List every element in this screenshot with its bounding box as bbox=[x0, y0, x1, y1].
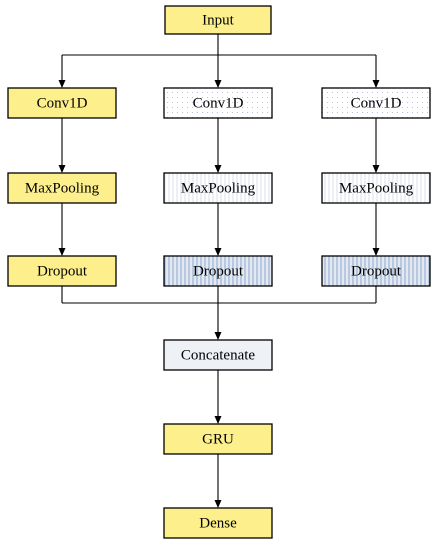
node-conv1d-branch-2-label: Conv1D bbox=[193, 96, 244, 112]
node-maxpooling-branch-3-label: MaxPooling bbox=[339, 181, 414, 197]
node-dense: Dense bbox=[163, 507, 273, 539]
node-concatenate-label: Concatenate bbox=[181, 348, 255, 364]
node-conv1d-branch-1-label: Conv1D bbox=[37, 96, 88, 112]
node-maxpooling-branch-2: MaxPooling bbox=[163, 172, 273, 204]
node-dropout-branch-3-label: Dropout bbox=[351, 264, 402, 280]
node-concatenate: Concatenate bbox=[163, 339, 273, 371]
node-maxpooling-branch-1: MaxPooling bbox=[7, 172, 117, 204]
connectors bbox=[58, 34, 380, 508]
node-input: Input bbox=[164, 5, 272, 35]
node-maxpooling-branch-2-label: MaxPooling bbox=[181, 181, 256, 197]
node-dropout-branch-1-label: Dropout bbox=[37, 264, 88, 280]
node-conv1d-branch-3: Conv1D bbox=[321, 87, 431, 119]
node-dropout-branch-3: Dropout bbox=[321, 255, 431, 287]
node-dropout-branch-2: Dropout bbox=[163, 255, 273, 287]
node-input-label: Input bbox=[202, 13, 234, 29]
node-maxpooling-branch-3: MaxPooling bbox=[321, 172, 431, 204]
node-gru: GRU bbox=[163, 423, 273, 455]
node-conv1d-branch-3-label: Conv1D bbox=[351, 96, 402, 112]
node-dropout-branch-2-label: Dropout bbox=[193, 264, 244, 280]
node-gru-label: GRU bbox=[202, 432, 234, 448]
node-conv1d-branch-2: Conv1D bbox=[163, 87, 273, 119]
node-conv1d-branch-1: Conv1D bbox=[7, 87, 117, 119]
node-maxpooling-branch-1-label: MaxPooling bbox=[25, 181, 100, 197]
node-dense-label: Dense bbox=[199, 516, 237, 532]
node-dropout-branch-1: Dropout bbox=[7, 255, 117, 287]
